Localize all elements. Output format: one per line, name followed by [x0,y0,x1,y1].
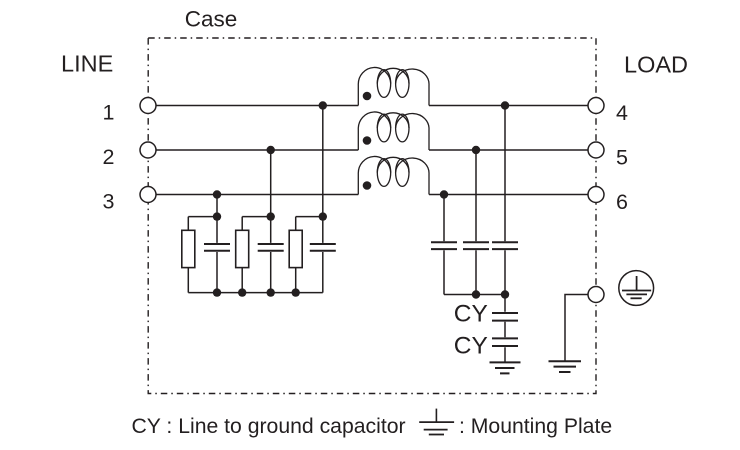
svg-text:LINE: LINE [61,51,113,77]
svg-text:CY: CY [454,301,488,328]
svg-text:3: 3 [103,190,115,214]
svg-text:2: 2 [103,145,115,169]
svg-text:5: 5 [616,146,628,170]
svg-text:LOAD: LOAD [624,52,688,78]
svg-text:1: 1 [103,101,115,125]
svg-text:: Mounting Plate: : Mounting Plate [459,415,612,438]
svg-text:4: 4 [616,101,628,125]
svg-text:Case: Case [185,7,238,32]
svg-text:CY : Line to ground capacitor: CY : Line to ground capacitor [132,415,406,438]
svg-text:CY: CY [454,333,488,360]
svg-text:6: 6 [616,190,628,214]
